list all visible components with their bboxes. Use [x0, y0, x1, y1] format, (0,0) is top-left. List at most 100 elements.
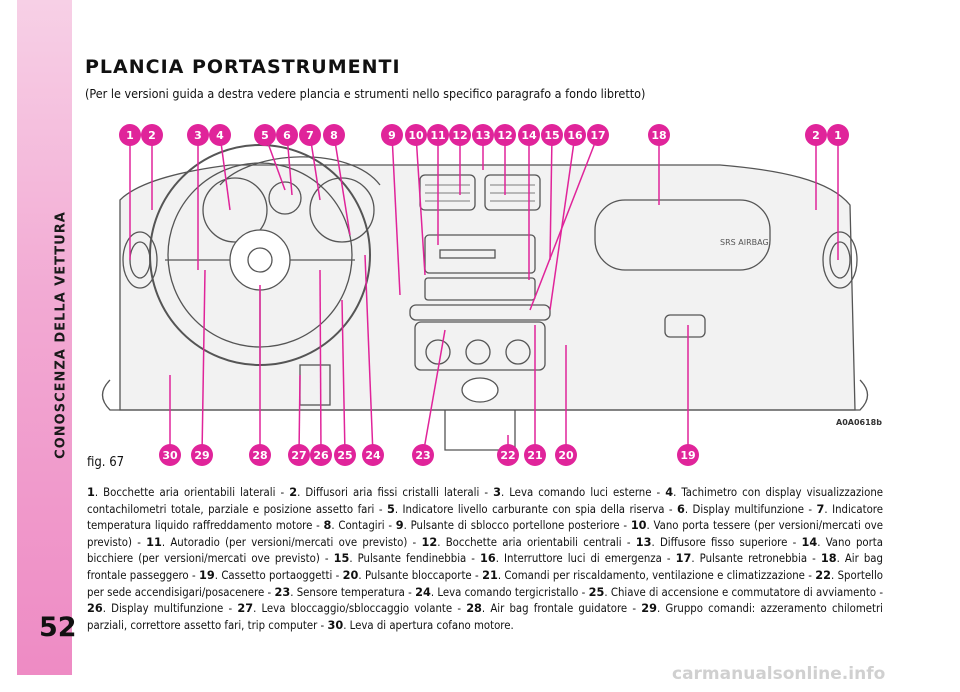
callout-top-badge-3: [187, 124, 209, 146]
legend-number: 28: [466, 602, 482, 616]
callout-bottom-badge-26: [310, 444, 332, 466]
page-title: PLANCIA PORTASTRUMENTI: [85, 56, 401, 78]
section-title: CONOSCENZA DELLA VETTURA: [53, 211, 69, 459]
legend-item: 21. Comandi per riscaldamento, ventilazi…: [482, 569, 815, 582]
legend-number: 27: [237, 602, 254, 616]
callout-bottom-badge-30: [159, 444, 181, 466]
legend-number: 1: [87, 486, 95, 499]
legend-text: . Vano porta bicchiere (per versioni/mer…: [87, 535, 884, 566]
callout-top-badge-16: [564, 124, 586, 146]
legend-text: . Pulsante bloccaporte -: [358, 568, 483, 582]
page-subtitle: (Per le versioni guida a destra vedere p…: [85, 86, 646, 101]
legend-item: 18. Air bag frontale passeggero -: [87, 552, 883, 582]
callout-top-badge-12: [449, 124, 471, 146]
legend-text: . Autoradio (per versioni/mercati ove pr…: [161, 535, 422, 549]
callout-top-badge-label-15: 15: [544, 129, 559, 142]
figure-label: fig. 67: [87, 455, 125, 470]
callout-top-badge-label-1: 1: [834, 129, 842, 142]
legend-number: 6: [677, 502, 685, 516]
callout-top-badge-14: [518, 124, 540, 146]
callout-bottom-badge-25: [334, 444, 356, 466]
callout-top-badge-label-4: 4: [216, 129, 224, 142]
legend-item: 8. Contagiri -: [324, 519, 396, 532]
callout-top-badge-label-16: 16: [567, 129, 583, 142]
legend-item: 7. Indicatore temperatura liquido raffre…: [87, 503, 883, 533]
callout-bottom-badge-label-27: 27: [291, 449, 306, 462]
legend-paragraph: 1. Bocchette aria orientabili laterali -…: [87, 485, 883, 634]
callout-bottom-badge-29: [191, 444, 213, 466]
legend-text: . Interruttore luci di emergenza -: [495, 552, 676, 566]
legend-item: 3. Leva comando luci esterne -: [493, 486, 665, 499]
legend-item: 10. Vano porta tessere (per versioni/mer…: [87, 519, 883, 549]
callout-top-badge-12: [494, 124, 516, 146]
callout-bottom-badge-label-20: 20: [558, 449, 574, 462]
legend-text: . Vano porta tessere (per versioni/merca…: [87, 519, 884, 549]
callout-bottom-badge-19: [677, 444, 699, 466]
callout-top-badge-13: [472, 124, 494, 146]
legend-number: 2: [289, 486, 298, 499]
legend-number: 5: [386, 502, 395, 516]
callout-top-badge-label-12: 12: [497, 129, 512, 142]
callout-top-badge-5: [254, 124, 276, 146]
callout-top-badge-7: [299, 124, 321, 146]
legend-number: 3: [493, 486, 501, 499]
callout-bottom-badge-24: [362, 444, 384, 466]
legend-item: 6. Display multifunzione -: [677, 503, 817, 516]
legend-item: 29. Gruppo comandi: azzeramento chilomet…: [87, 602, 883, 632]
legend-text: . Indicatore temperatura liquido raffred…: [87, 502, 883, 533]
legend-number: 7: [816, 502, 825, 516]
legend-number: 24: [415, 585, 431, 599]
callout-top-badge-9: [381, 124, 403, 146]
callout-bottom-badge-label-23: 23: [415, 449, 430, 462]
legend-item: 9. Pulsante di sblocco portellone poster…: [396, 519, 631, 532]
legend-item: 16. Interruttore luci di emergenza -: [480, 552, 676, 565]
legend-text: . Diffusore fisso superiore -: [651, 535, 802, 549]
callout-top-badge-4: [209, 124, 231, 146]
legend-text: . Leva comando luci esterne -: [500, 486, 666, 499]
legend-number: 17: [675, 552, 692, 566]
legend-text: . Leva di apertura cofano motore.: [343, 618, 514, 632]
callout-top-badge-label-18: 18: [651, 129, 666, 142]
legend-item: 15. Pulsante fendinebbia -: [334, 552, 480, 565]
legend-item: 24. Leva comando tergicristallo -: [415, 586, 588, 599]
legend-item: 5. Indicatore livello carburante con spi…: [387, 503, 677, 516]
callout-bottom-badge-21: [524, 444, 546, 466]
callout-bottom-badge-label-29: 29: [194, 449, 209, 462]
callout-bottom-badge-28: [249, 444, 271, 466]
callout-bottom-badge-22: [497, 444, 519, 466]
callout-top-badge-label-7: 7: [306, 129, 314, 142]
dashboard-outline: SRS AIRBAG: [101, 144, 869, 451]
callout-top-badge-17: [587, 124, 609, 146]
callout-top-badge-label-3: 3: [194, 129, 202, 142]
callout-top-badge-2: [141, 124, 163, 146]
legend-text: . Diffusori aria fissi cristalli lateral…: [297, 486, 494, 499]
legend-number: 30: [327, 618, 344, 632]
legend-number: 21: [482, 568, 498, 582]
callout-top-badge-label-11: 11: [430, 129, 445, 142]
legend-text: . Cassetto portaoggetti -: [214, 568, 343, 582]
legend-text: . Leva comando tergicristallo -: [430, 585, 589, 599]
legend-text: . Indicatore livello carburante con spia…: [394, 502, 677, 516]
legend-number: 4: [665, 486, 674, 499]
callout-bottom-badge-label-24: 24: [365, 449, 381, 462]
legend-item: 26. Display multifunzione -: [87, 602, 237, 615]
legend-number: 11: [146, 535, 162, 549]
callout-top-badge-11: [427, 124, 449, 146]
legend-number: 9: [395, 519, 404, 533]
callout-bottom-badge-23: [412, 444, 434, 466]
legend-text: . Air bag frontale passeggero -: [87, 552, 883, 582]
callout-top-badge-label-2: 2: [148, 129, 156, 142]
callout-bottom-badge-label-26: 26: [313, 449, 329, 462]
legend-text: . Sportello per sede accendisigari/posac…: [87, 568, 883, 599]
legend-text: . Sensore temperatura -: [290, 585, 416, 599]
legend-text: . Air bag frontale guidatore -: [481, 602, 642, 616]
callout-top-badge-label-14: 14: [521, 129, 537, 142]
legend-item: 19. Cassetto portaoggetti -: [199, 569, 343, 582]
legend-text: . Leva bloccaggio/sbloccaggio volante -: [253, 602, 467, 616]
legend-item: 17. Pulsante retronebbia -: [676, 552, 821, 565]
callout-bottom-badge-label-28: 28: [252, 449, 267, 462]
legend-number: 13: [635, 535, 652, 549]
callout-top-badge-1: [119, 124, 141, 146]
legend-text: . Pulsante retronebbia -: [691, 552, 821, 566]
